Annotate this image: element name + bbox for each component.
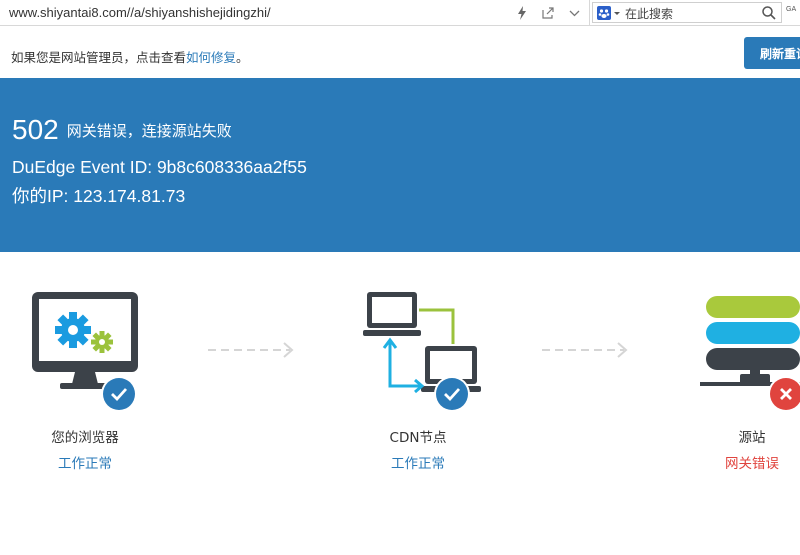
event-id: DuEdge Event ID: 9b8c608336aa2f55 [12, 157, 307, 177]
cdn-node-title: CDN节点 [389, 430, 447, 446]
browser-address-bar: www.shiyantai8.com//a/shiyanshishejiding… [0, 0, 800, 26]
browser-node-status: 工作正常 [58, 456, 112, 472]
network-icon [363, 292, 481, 412]
cdn-node-status: 工作正常 [391, 456, 445, 472]
admin-notice: 如果您是网站管理员，点击查看如何修复。 刷新重试 [0, 27, 800, 78]
extension-badge[interactable]: GA [786, 6, 797, 13]
error-message: 网关错误，连接源站失败 [66, 121, 232, 140]
search-icon[interactable] [761, 5, 777, 21]
browser-node-title: 您的浏览器 [51, 430, 119, 446]
browser-node [30, 290, 140, 414]
origin-node-title: 源站 [738, 430, 766, 446]
search-input[interactable]: 在此搜索 [625, 7, 674, 21]
error-banner: 502 网关错误，连接源站失败 DuEdge Event ID: 9b8c6083… [0, 78, 800, 252]
error-heading: 502 网关错误，连接源站失败 [12, 114, 232, 146]
search-box[interactable]: 在此搜索 [592, 2, 782, 23]
cdn-node [363, 290, 483, 414]
baidu-paw-icon[interactable] [597, 5, 623, 21]
url-field[interactable]: www.shiyantai8.com//a/shiyanshishejiding… [9, 5, 271, 20]
share-icon[interactable] [538, 3, 558, 23]
origin-node [698, 294, 800, 414]
address-bar-actions [512, 3, 584, 23]
monitor-gears-icon [32, 292, 138, 412]
lightning-icon[interactable] [512, 3, 532, 23]
notice-text: 如果您是网站管理员，点击查看如何修复。 [11, 47, 249, 66]
arrow-right-icon [542, 342, 628, 358]
chevron-down-icon[interactable] [564, 3, 584, 23]
server-icon [700, 296, 800, 412]
error-code: 502 [12, 114, 59, 145]
notice-suffix: 。 [236, 50, 249, 65]
origin-node-status: 网关错误 [725, 456, 779, 472]
refresh-retry-button[interactable]: 刷新重试 [744, 37, 800, 69]
arrow-right-icon [208, 342, 294, 358]
client-ip: 你的IP: 123.174.81.73 [12, 186, 186, 206]
how-to-fix-link[interactable]: 如何修复 [186, 50, 237, 65]
toolbar-divider [589, 0, 590, 26]
notice-message: 如果您是网站管理员，点击查看 [11, 50, 187, 65]
